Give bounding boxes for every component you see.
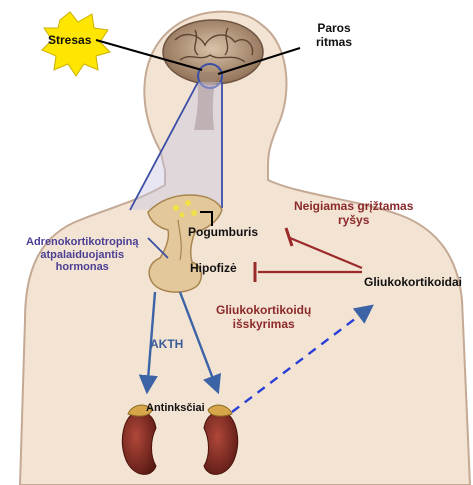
glucocorticoid-release-label: Gliukokortikoidų išskyrimas [216,304,311,332]
gc-release-line-2: išskyrimas [216,318,311,332]
crh-line-3: hormonas [26,261,138,274]
adrenals-label: Antinksčiai [146,402,205,415]
negative-feedback-line-2: ryšys [294,214,413,228]
circadian-line-2: ritmas [316,36,352,50]
negative-feedback-label: Neigiamas grįžtamas ryšys [294,200,413,228]
negative-feedback-line-1: Neigiamas grįžtamas [294,200,413,214]
glucocorticoids-label: Gliukokortikoidai [364,276,462,290]
acth-label: AKTH [150,338,183,352]
circadian-rhythm-label: Paros ritmas [316,22,352,50]
stress-label: Stresas [48,34,91,48]
gc-release-line-1: Gliukokortikoidų [216,304,311,318]
crh-label: Adrenokortikotropiną atpalaiduojantis ho… [26,236,138,274]
crh-line-1: Adrenokortikotropiną [26,236,138,249]
pituitary-label: Hipofizė [190,262,237,276]
crh-line-2: atpalaiduojantis [26,249,138,262]
hypothalamus-label: Pogumburis [188,226,258,240]
circadian-line-1: Paros [316,22,352,36]
